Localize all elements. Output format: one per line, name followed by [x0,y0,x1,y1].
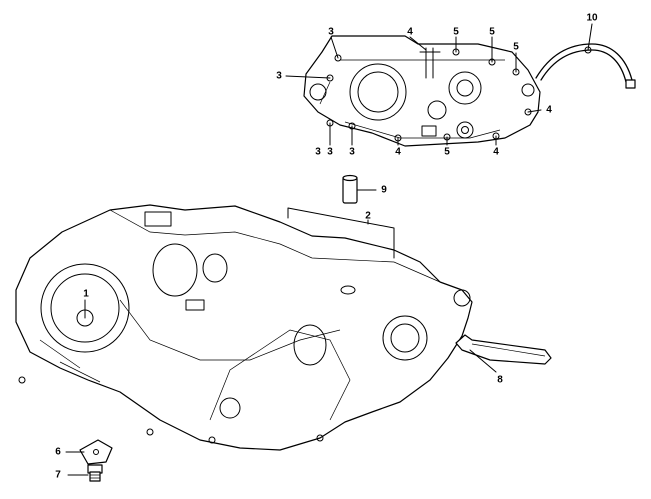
callout-3: 3 [315,147,321,158]
callout-5: 5 [453,27,459,38]
drain-plug [87,464,103,482]
kick-lever-shaft [455,334,552,365]
callout-7: 7 [55,470,61,481]
crankcase-assembly [15,204,473,451]
callout-8: 8 [497,375,503,386]
callout-3: 3 [327,147,333,158]
callout-9: 9 [381,185,387,196]
callout-3: 3 [328,27,334,38]
callout-labels: 3 3 3 3 4 5 5 5 4 4 5 4 10 9 2 1 8 6 7 [55,13,598,481]
callout-2: 2 [365,211,371,222]
callout-3: 3 [276,71,282,82]
callout-4: 4 [546,105,552,116]
callout-3: 3 [349,147,355,158]
callout-4: 4 [493,147,499,158]
upper-crankcase-half [303,35,541,147]
callout-6: 6 [55,447,61,458]
dowel-pin [342,174,358,204]
callout-5: 5 [489,27,495,38]
callout-4: 4 [407,27,413,38]
callout-5: 5 [513,42,519,53]
plate [79,439,113,465]
breather-hose [535,43,636,89]
callout-4: 4 [395,147,401,158]
leader-lines [65,23,593,476]
callout-5: 5 [444,147,450,158]
callout-10: 10 [586,13,598,24]
callout-1: 1 [83,289,89,300]
